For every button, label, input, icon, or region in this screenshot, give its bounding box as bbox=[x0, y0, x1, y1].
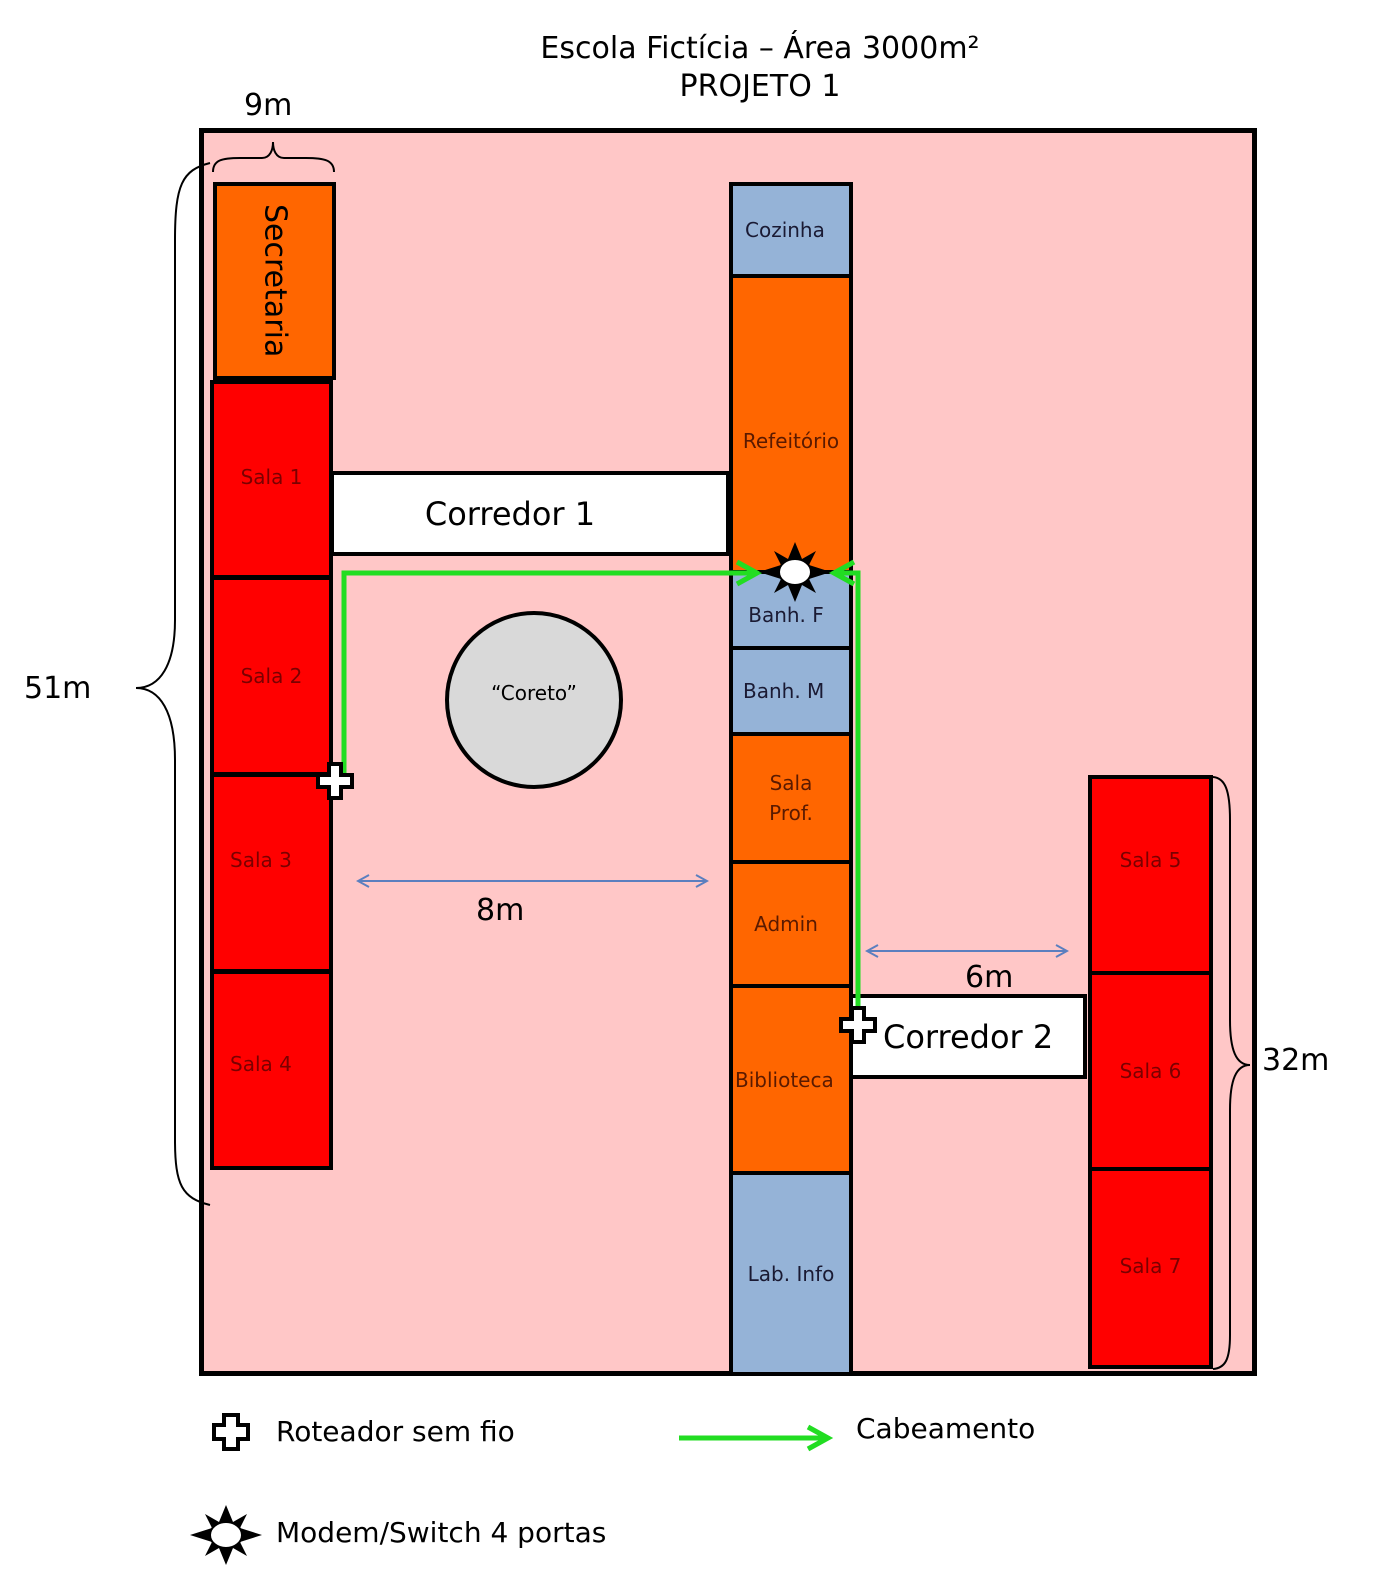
legend-switch-label: Modem/Switch 4 portas bbox=[276, 1516, 607, 1549]
dimension-label-9m: 9m bbox=[244, 88, 293, 123]
title-line-2: PROJETO 1 bbox=[679, 69, 841, 104]
coreto-gazebo[interactable]: “Coreto” bbox=[445, 611, 623, 789]
school-site bbox=[199, 128, 1257, 1376]
room-lab-info[interactable]: Lab. Info bbox=[729, 1171, 853, 1376]
corridor-1[interactable]: Corredor 1 bbox=[330, 471, 730, 556]
wireless-router-icon[interactable] bbox=[839, 1006, 877, 1044]
brace-9m bbox=[212, 141, 335, 173]
legend-modem-switch-icon bbox=[190, 1505, 262, 1565]
room-secretaria[interactable]: Secretaria bbox=[213, 182, 336, 380]
legend-router-label: Roteador sem fio bbox=[276, 1415, 515, 1448]
cable-router2-to-switch bbox=[828, 559, 861, 1010]
room-sala-3[interactable]: Sala 3 bbox=[210, 773, 333, 973]
modem-switch-icon[interactable] bbox=[759, 542, 831, 602]
room-admin[interactable]: Admin bbox=[729, 860, 853, 988]
diagram-title: Escola Fictícia – Área 3000m² PROJETO 1 bbox=[0, 30, 1400, 106]
room-sala-4[interactable]: Sala 4 bbox=[210, 970, 333, 1170]
brace-32m bbox=[1212, 776, 1251, 1370]
dimension-label-51m: 51m bbox=[24, 671, 92, 706]
room-sala-professores[interactable]: Sala Prof. bbox=[729, 732, 853, 864]
room-refeitorio[interactable]: Refeitório bbox=[729, 274, 853, 574]
title-line-1: Escola Fictícia – Área 3000m² bbox=[540, 31, 980, 66]
dimension-label-6m: 6m bbox=[965, 960, 1014, 995]
room-biblioteca[interactable]: Biblioteca bbox=[729, 984, 853, 1175]
cable-router1-to-switch bbox=[341, 559, 763, 780]
coreto-label: “Coreto” bbox=[491, 681, 577, 705]
legend-cabling-label: Cabeamento bbox=[856, 1412, 1036, 1445]
dimension-label-32m: 32m bbox=[1262, 1043, 1330, 1078]
dimension-label-8m: 8m bbox=[476, 893, 525, 928]
room-sala-7[interactable]: Sala 7 bbox=[1088, 1167, 1213, 1369]
legend-router-icon bbox=[212, 1413, 250, 1451]
wireless-router-icon[interactable] bbox=[316, 762, 354, 800]
room-cozinha[interactable]: Cozinha bbox=[729, 182, 853, 278]
brace-51m bbox=[135, 162, 211, 1206]
